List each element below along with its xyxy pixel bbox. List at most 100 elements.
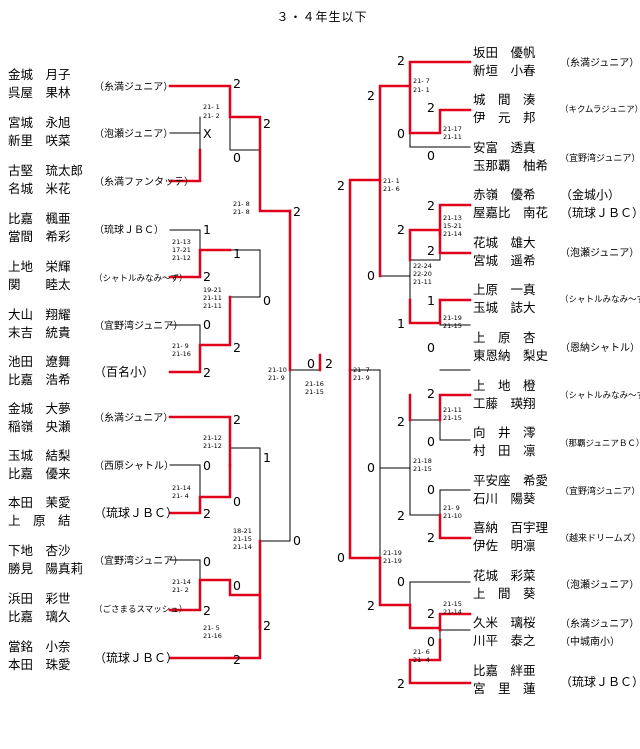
match-result: 2: [337, 178, 345, 193]
game-score: 21- 9: [443, 504, 460, 512]
game-score: 21-14: [443, 608, 462, 616]
match-result: 2: [367, 598, 375, 613]
game-score: 21-12: [203, 442, 222, 450]
match-result: 0: [427, 148, 435, 163]
team-player: 坂田 優帆: [473, 45, 536, 60]
game-score: 21-19: [383, 549, 402, 557]
match-result: 0: [293, 533, 301, 548]
bracket-title: ３・４年生以下: [276, 10, 367, 24]
match-result: 1: [203, 222, 211, 237]
match-result: 2: [233, 412, 241, 427]
left-scores: 21- 1 21- 2 21- 8 21- 8 21-13 17-21 21-1…: [172, 103, 252, 640]
team-club: （キクムラジュニア）: [560, 104, 640, 115]
game-score: 15-21: [443, 222, 462, 230]
team-player: 村 田 凛: [473, 443, 536, 458]
game-score: 21-12: [203, 434, 222, 442]
game-score: 21-17: [443, 125, 462, 133]
team-club: （西原シャトル）: [94, 460, 174, 472]
team-player: 新垣 小春: [473, 63, 536, 78]
match-result: 0: [397, 126, 405, 141]
match-result: 0: [427, 482, 435, 497]
game-score: 21-12: [172, 254, 191, 262]
left-teams: 金城 月子 呉屋 果林 （糸満ジュニア） 宮城 永旭 新里 咲菜 （泡瀬ジュニア…: [8, 67, 194, 672]
game-score: 21-15: [443, 414, 462, 422]
team-club: （宜野湾ジュニア）: [94, 554, 183, 567]
game-score: 21-11: [443, 406, 462, 414]
team-club: （シャトルみなみ～ず）: [560, 390, 640, 401]
team-player: 比嘉 楓亜: [8, 211, 71, 226]
match-result: 0: [233, 494, 241, 509]
match-result: 2: [233, 76, 241, 91]
team-player: 伊佐 明凛: [473, 538, 536, 553]
match-result: 2: [263, 116, 271, 131]
team-player: 玉城 誌大: [473, 300, 536, 315]
game-score: 21- 8: [233, 208, 250, 216]
team-player: 平安座 希愛: [473, 473, 548, 488]
team-club: （泡瀬ジュニア）: [560, 578, 639, 591]
game-score: 21-14: [172, 484, 191, 492]
match-result: 2: [397, 414, 405, 429]
game-score: 21-14: [233, 543, 252, 551]
match-result: 0: [397, 574, 405, 589]
team-player: 伊 元 邦: [473, 110, 536, 125]
match-result: 0: [427, 434, 435, 449]
game-score: 21-13: [172, 238, 191, 246]
team-player: 上 原 結: [8, 513, 71, 528]
match-result: 1: [427, 293, 435, 308]
team-player: 工藤 瑛翔: [473, 396, 536, 411]
team-player: 屋嘉比 南花: [473, 205, 548, 220]
team-club: （糸満ジュニア）: [94, 81, 173, 93]
match-result: 2: [293, 204, 301, 219]
team-player: 勝見 陽真莉: [8, 561, 83, 576]
team-player: 宮城 遥希: [473, 253, 536, 268]
team-player: 浜田 彩世: [8, 591, 71, 606]
game-score: 22-20: [413, 270, 432, 278]
match-result: 2: [367, 88, 375, 103]
match-result: 2: [427, 198, 435, 213]
final-score: 21-16: [305, 380, 324, 388]
match-result: 1: [397, 316, 405, 331]
team-player: 稲嶺 央瀬: [8, 419, 71, 434]
team-player: 本田 珠愛: [8, 657, 71, 672]
team-club: （中城南小）: [560, 635, 620, 648]
team-club: （泡瀬ジュニア）: [560, 246, 639, 259]
match-result: 0: [203, 458, 211, 473]
game-score: 21- 2: [172, 586, 189, 594]
match-result: 2: [427, 386, 435, 401]
match-result: 0: [427, 634, 435, 649]
game-score: 21-14: [443, 230, 462, 238]
game-score: 21-15: [443, 322, 462, 330]
team-player: 玉那覇 柚希: [473, 158, 548, 173]
final-score: 21-15: [305, 388, 324, 396]
match-result: 0: [233, 150, 241, 165]
final-result-right: 2: [325, 356, 333, 371]
team-club: （宜野湾ジュニア）: [94, 319, 183, 332]
team-player: 池田 遼舞: [8, 354, 71, 369]
team-player: 當間 希彩: [8, 229, 71, 244]
match-result: 2: [427, 530, 435, 545]
match-result: 1: [233, 246, 241, 261]
team-player: 赤嶺 優希: [473, 187, 536, 202]
team-player: 名城 米花: [8, 181, 71, 196]
game-score: 22-24: [413, 262, 432, 270]
team-club: （シャトルみなみ～ず）: [560, 294, 640, 305]
team-player: 新里 咲菜: [8, 133, 71, 148]
game-score: 19-21: [203, 286, 222, 294]
game-score: 21- 1: [413, 86, 430, 94]
right-results: 2 2 2 0 0 2 2 2 2 0 1 1 0 2 2 0 0 0 2 2 …: [337, 53, 435, 691]
match-result: 2: [397, 222, 405, 237]
match-result: 2: [397, 508, 405, 523]
match-result: 2: [203, 365, 211, 380]
team-player: 末吉 統貴: [8, 325, 71, 340]
team-player: 石川 陽葵: [473, 491, 536, 506]
team-player: 宮 里 蓮: [473, 681, 536, 696]
team-club: （糸満ジュニア）: [94, 412, 173, 424]
team-club: （泡瀬ジュニア）: [94, 127, 173, 140]
team-player: 上 原 杏: [473, 330, 536, 345]
match-result: 2: [427, 606, 435, 621]
team-player: 上 間 葵: [473, 586, 536, 601]
semi-score: 21- 9: [353, 374, 370, 382]
game-score: 21- 8: [233, 200, 250, 208]
semi-score: 21-10: [268, 366, 287, 374]
